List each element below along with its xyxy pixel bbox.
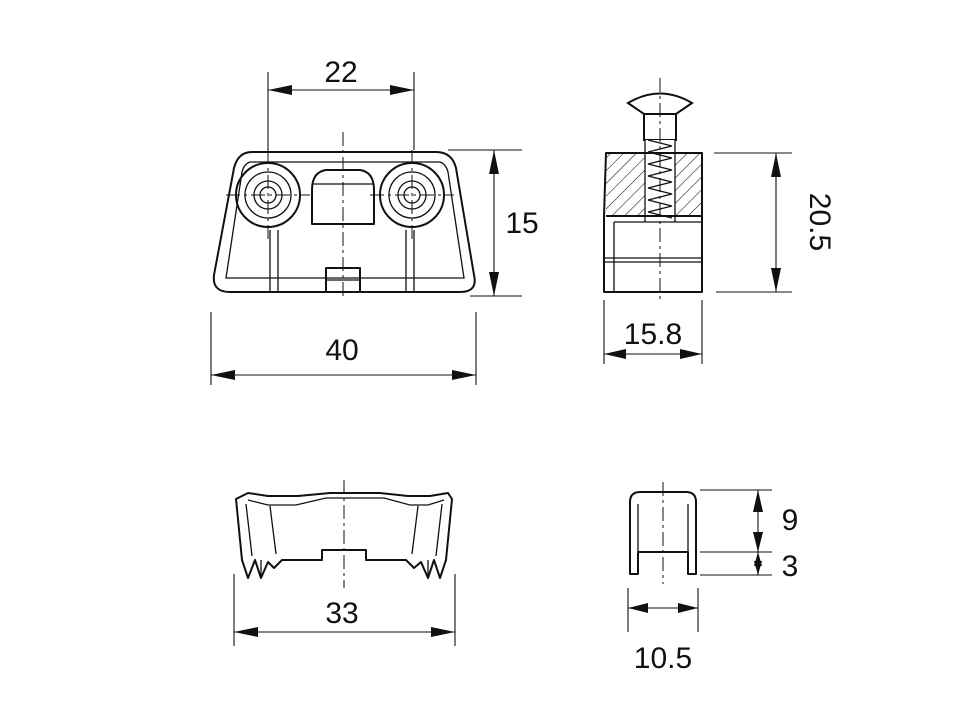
dim-3: 3 <box>782 550 799 583</box>
center-pocket <box>311 169 375 225</box>
dim-15: 15 <box>505 207 538 240</box>
clip-outline <box>629 491 697 575</box>
dim-22: 22 <box>324 56 357 89</box>
dim-15-8: 15.8 <box>624 318 682 351</box>
front-view: 22 15 40 <box>210 56 539 385</box>
side-body-outline <box>603 152 703 293</box>
dim-20-5: 20.5 <box>803 193 836 251</box>
spiked-plate-outline <box>235 492 453 579</box>
dim-40: 40 <box>325 334 358 367</box>
side-view: 20.5 15.8 <box>603 78 836 364</box>
front-inner-outline <box>225 161 465 279</box>
front-body-outline <box>212 151 476 293</box>
bottom-view: 33 <box>233 480 456 646</box>
dim-33: 33 <box>325 597 358 630</box>
dim-9: 9 <box>782 504 799 537</box>
dim-10-5: 10.5 <box>634 642 692 675</box>
clip-view: 9 3 10.5 <box>627 482 799 675</box>
